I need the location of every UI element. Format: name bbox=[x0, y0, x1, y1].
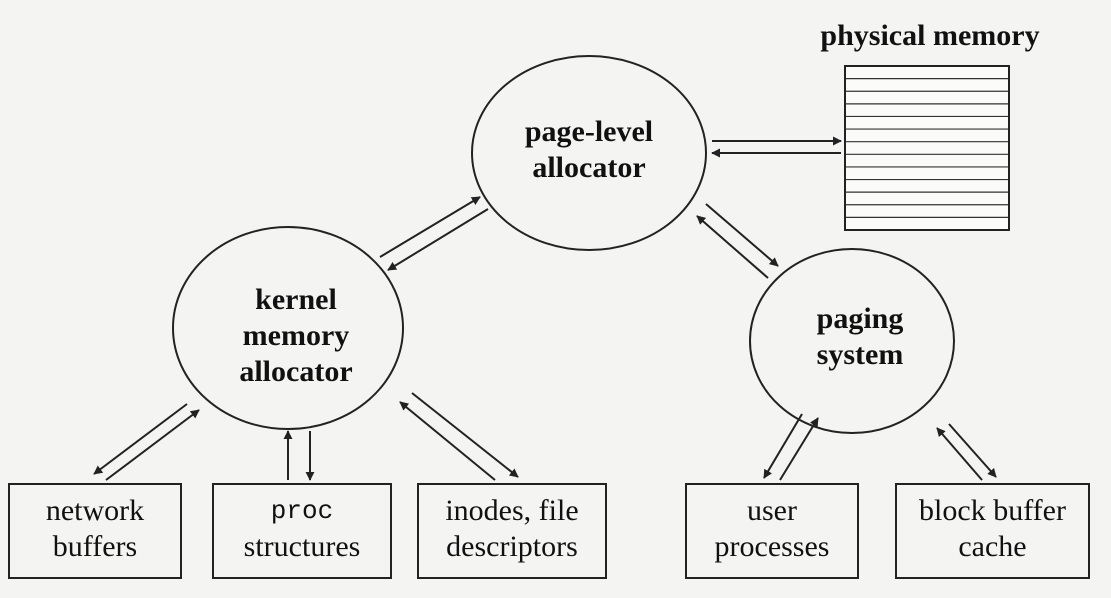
paging-system-label: paging system bbox=[816, 302, 904, 371]
arrow-page-to-paging bbox=[705, 203, 779, 267]
proc-structures-box bbox=[212, 483, 392, 579]
network-buffers-box bbox=[8, 483, 182, 579]
user-processes-label: user processes bbox=[714, 494, 830, 563]
proc-structures-label: proc structures bbox=[243, 496, 361, 563]
page-level-allocator-node bbox=[471, 55, 707, 251]
arrow-network-to-kernel bbox=[105, 409, 200, 481]
arrow-paging-to-user bbox=[763, 413, 803, 479]
arrow-page-to-kernel bbox=[387, 208, 489, 271]
network-buffers-label: network buffers bbox=[45, 494, 145, 563]
page-level-allocator-label: page-level allocator bbox=[524, 115, 654, 184]
inodes-file-descriptors-box bbox=[417, 483, 607, 579]
user-processes-box bbox=[685, 483, 859, 579]
inodes-file-descriptors-label: inodes, file descriptors bbox=[445, 494, 579, 563]
arrow-kernel-to-network bbox=[93, 403, 188, 475]
physical-memory-title: physical memory bbox=[820, 19, 1040, 52]
arrow-inodes-to-kernel bbox=[399, 401, 496, 481]
block-buffer-cache-box bbox=[895, 483, 1090, 579]
block-buffer-cache-label: block buffer cache bbox=[919, 494, 1066, 563]
arrow-paging-to-cache bbox=[948, 423, 997, 478]
arrow-user-to-paging bbox=[779, 417, 819, 481]
kernel-memory-allocator-node bbox=[172, 226, 404, 430]
arrow-kernel-to-inodes bbox=[411, 392, 519, 478]
arrow-paging-to-page bbox=[696, 215, 769, 279]
arrow-cache-to-paging bbox=[936, 427, 983, 481]
arrow-kernel-to-page bbox=[379, 196, 481, 258]
kernel-memory-allocator-label: kernel memory allocator bbox=[239, 283, 353, 388]
physical-memory-stack bbox=[844, 65, 1010, 231]
paging-system-node bbox=[749, 248, 955, 434]
